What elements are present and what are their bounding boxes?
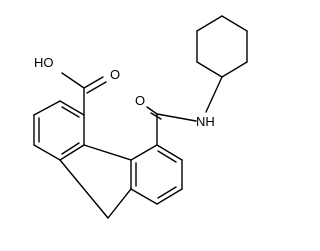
bond [146,106,158,115]
bond [59,144,85,161]
double-bond-inner [157,150,177,163]
bond [33,144,61,161]
double-bond-inner [157,186,177,199]
bond [107,188,132,219]
double-bond-inner [86,81,107,94]
bond [59,100,85,116]
amide-nitrogen-label: NH [196,114,215,129]
carboxylic-acid-group [61,72,107,116]
bond [221,61,248,78]
bond [130,144,158,161]
bond [156,144,183,161]
bond [205,76,223,113]
structure-diagram: HO O O NH [33,15,248,219]
bond [221,15,248,32]
double-bond-inner [150,112,162,120]
acid-oxygen-label: O [110,67,120,82]
bond [33,100,61,116]
amide-group [146,76,223,146]
hydroxyl-label: HO [34,55,54,70]
bond [196,61,223,78]
bond [156,188,183,205]
bond [59,159,109,219]
molecule-drawing: HO O O NH [33,15,248,219]
right-benzene-ring [130,144,183,205]
bond [196,15,223,32]
bond [61,72,85,89]
left-benzene-ring [33,100,85,161]
central-five-ring [59,144,132,219]
bond [156,113,197,122]
bond [130,188,158,205]
cyclohexyl-ring [196,15,248,78]
double-bond-inner [61,106,80,118]
bond [83,144,132,161]
bond [83,76,104,89]
double-bond-inner [61,142,80,155]
amide-oxygen-label: O [135,93,145,108]
